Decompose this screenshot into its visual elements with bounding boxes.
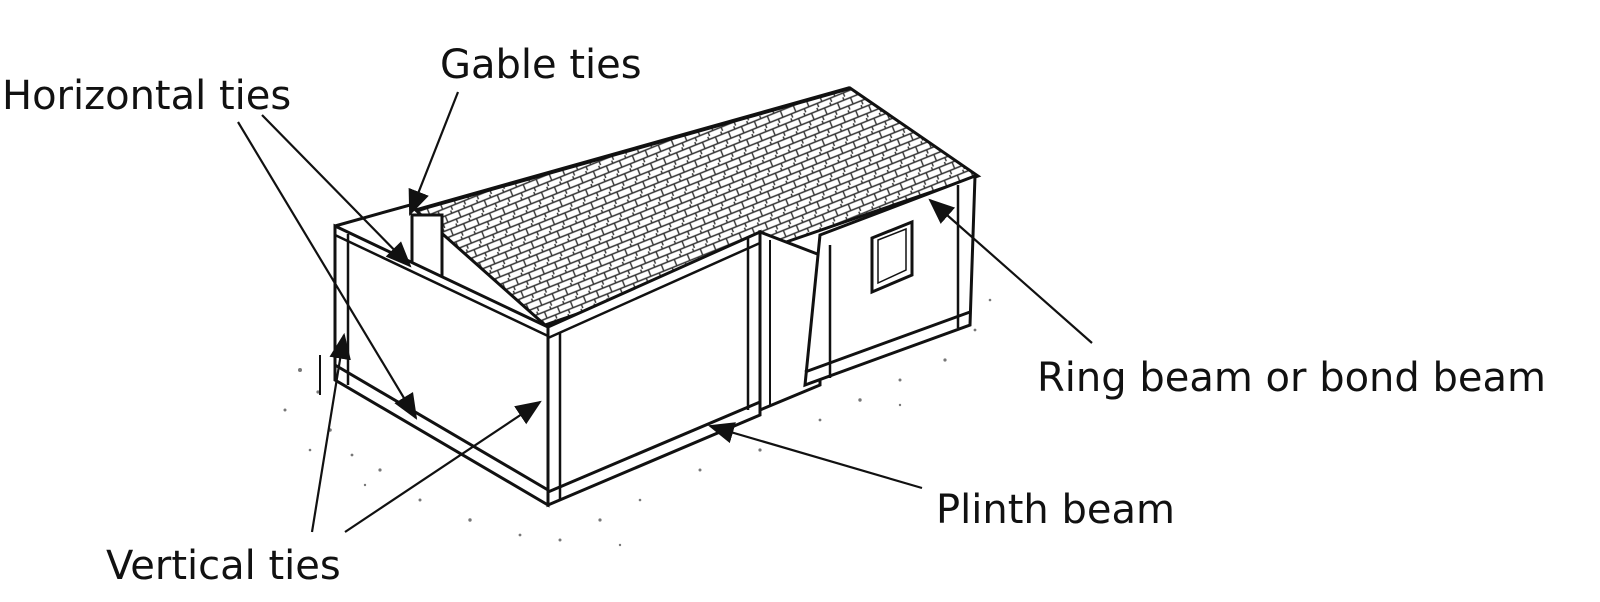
- vertical-ties-leader-left: [310, 332, 351, 533]
- gable-ties-label: Gable ties: [440, 42, 642, 88]
- window: [870, 219, 914, 295]
- ground-texture: [283, 298, 992, 547]
- leader-lines: [237, 91, 1093, 533]
- vertical-ties-leader-right: [344, 400, 542, 533]
- front-wall: [546, 229, 762, 508]
- door-opening: [758, 229, 822, 413]
- horizontal-ties-leader-upper: [261, 114, 412, 268]
- ring-beam-label: Ring beam or bond beam: [1037, 355, 1546, 401]
- vertical-ties-label: Vertical ties: [106, 543, 341, 589]
- horizontal-ties-leader-lower: [237, 121, 418, 420]
- right-wall: [803, 173, 977, 388]
- gable-ties-leader: [408, 91, 460, 217]
- ring-beam-leader: [928, 198, 1093, 344]
- plinth-beam-leader: [707, 422, 923, 490]
- horizontal-ties-label: Horizontal ties: [2, 73, 292, 119]
- plinth-beam-label: Plinth beam: [936, 487, 1175, 533]
